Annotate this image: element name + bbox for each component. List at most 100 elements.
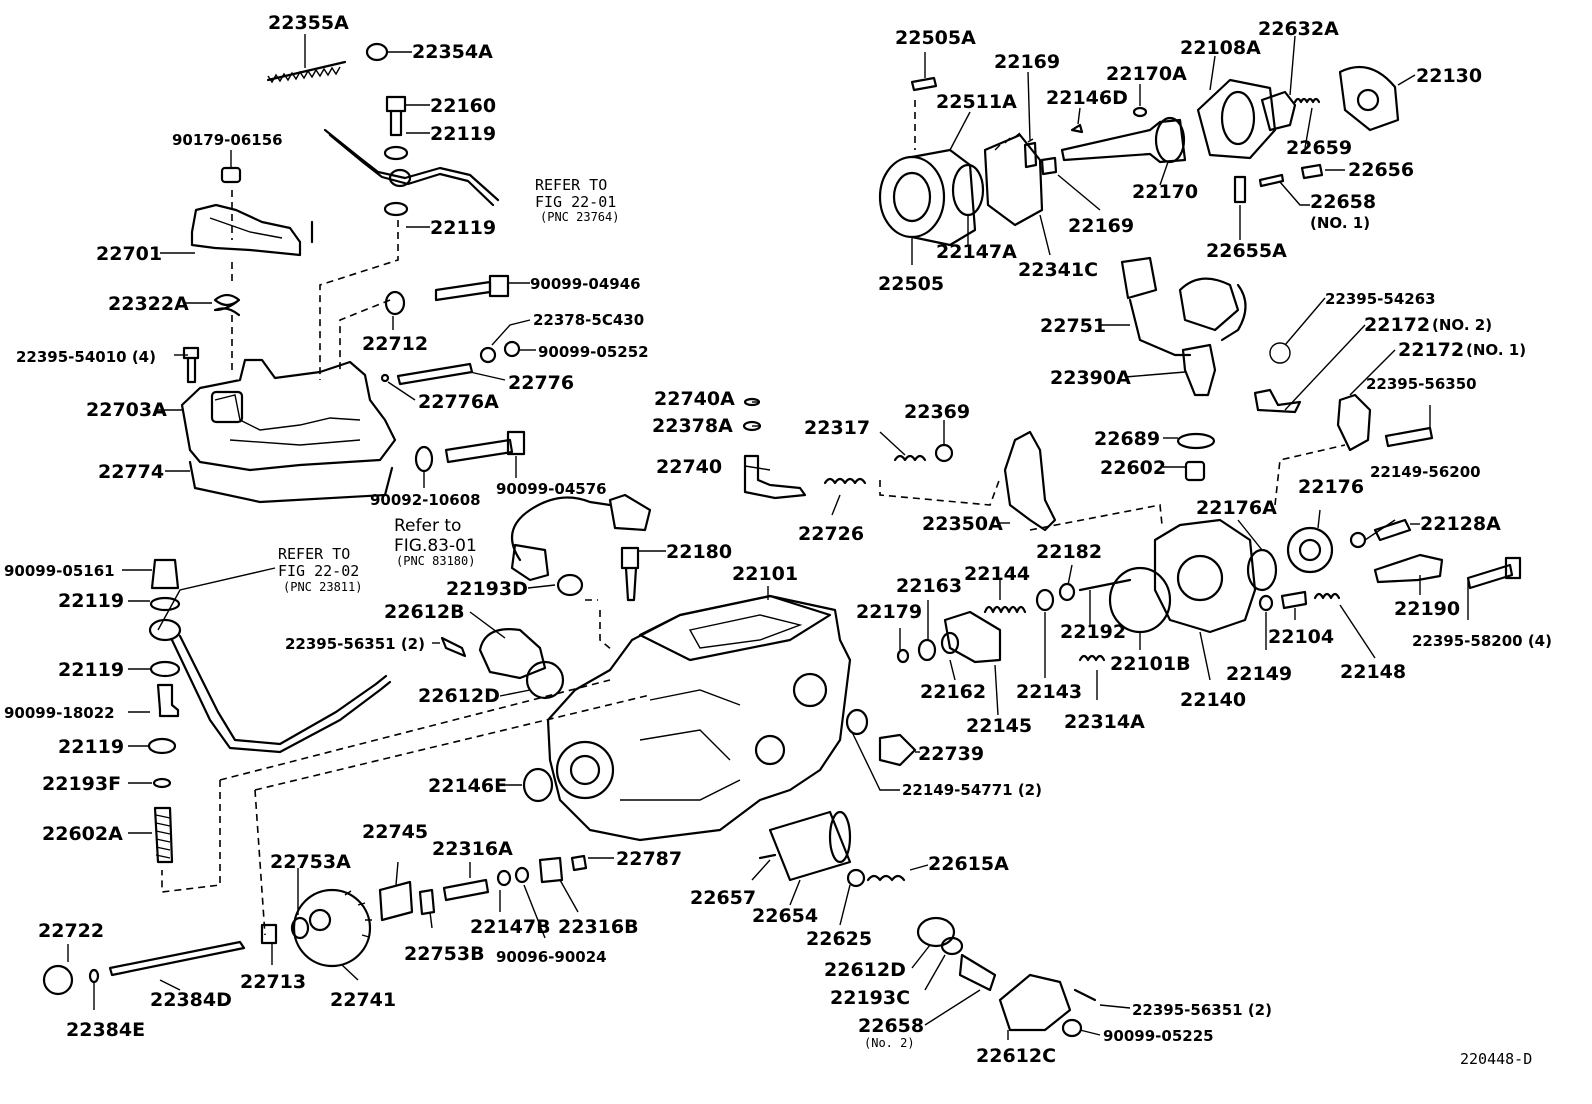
part-label-note: (No. 2) — [864, 1036, 915, 1050]
plate-part — [1338, 65, 1400, 132]
part-label: 22751 — [1040, 315, 1106, 337]
washer — [414, 445, 434, 473]
part-number-labels: 22355A 22354A 22160 22119 90179-06156 22… — [4, 12, 1552, 1067]
part-label: 22172 — [1364, 314, 1430, 336]
part-label: 22149 — [1226, 663, 1292, 685]
part-label: 22378-5C430 — [533, 311, 644, 329]
housing-pocket — [688, 614, 803, 649]
part-label: 22395-56351 (2) — [285, 635, 425, 653]
part-label: 22149-56200 — [1370, 463, 1481, 481]
drive-shaft — [1060, 118, 1187, 164]
part-label: 22602 — [1100, 457, 1166, 479]
part-label: 22147A — [936, 241, 1017, 263]
banjo-bolt — [1373, 553, 1444, 584]
governor-cover — [180, 358, 397, 472]
washer — [917, 638, 937, 662]
cover-boss — [210, 390, 244, 424]
clip — [896, 648, 910, 664]
key — [1070, 123, 1084, 134]
nut-part — [42, 964, 74, 996]
part-label: 22712 — [362, 333, 428, 355]
part-label: 90099-04576 — [496, 480, 607, 498]
part-label: 22316B — [558, 916, 639, 938]
valve-inner — [1298, 538, 1322, 562]
part-label: 22776 — [508, 372, 574, 394]
threaded-stud — [153, 806, 174, 864]
part-label: 22143 — [1016, 681, 1082, 703]
part-label: 22390A — [1050, 367, 1131, 389]
bolt-part — [910, 76, 938, 92]
bolt-head — [1504, 556, 1522, 580]
part-label-note: (NO. 1) — [1466, 341, 1526, 359]
part-label: 22659 — [1286, 137, 1352, 159]
o-ring — [940, 936, 964, 956]
part-label: 22395-54263 — [1325, 290, 1436, 308]
bolt-shank — [389, 109, 403, 137]
pin-part — [1258, 173, 1285, 188]
part-label: 22317 — [804, 417, 870, 439]
part-label: 22193F — [42, 773, 121, 795]
part-label: 90179-06156 — [172, 131, 283, 149]
pulley-inner — [892, 171, 932, 223]
plunger — [1078, 578, 1132, 592]
part-label: 22369 — [904, 401, 970, 423]
lever-bracket — [190, 203, 302, 257]
coil-spring — [1293, 97, 1321, 104]
coil-spring — [983, 605, 1027, 614]
part-label: 22193C — [830, 987, 910, 1009]
plug-part — [538, 856, 564, 884]
part-label: 22192 — [1060, 621, 1126, 643]
part-label: 22774 — [98, 461, 164, 483]
part-label: 22505 — [878, 273, 944, 295]
refer-note-1-line-3: (PNC 23764) — [540, 210, 619, 224]
part-label: 22145 — [966, 715, 1032, 737]
part-label-note: (NO. 1) — [1310, 214, 1370, 232]
part-label: 22322A — [108, 293, 189, 315]
part-label: 22612D — [824, 959, 906, 981]
governor-lever — [1003, 430, 1057, 532]
banjo — [388, 168, 412, 188]
part-label: 22776A — [418, 391, 499, 413]
part-label: 22162 — [920, 681, 986, 703]
drive-gear — [983, 133, 1044, 227]
nut-part — [503, 340, 521, 358]
gear-teeth — [994, 132, 1034, 151]
key — [1040, 156, 1058, 176]
part-label: 22149-54771 (2) — [902, 781, 1042, 799]
part-label: 22169 — [1068, 215, 1134, 237]
part-label: 22701 — [96, 243, 162, 265]
plug-part — [878, 733, 917, 767]
cover-plate — [478, 628, 547, 680]
long-bolt — [434, 280, 492, 302]
part-label: 22119 — [58, 659, 124, 681]
washer — [846, 868, 866, 888]
part-label: 22384D — [150, 989, 232, 1011]
part-label: 22505A — [895, 27, 976, 49]
rotor-vanes — [344, 890, 372, 938]
part-label: 22130 — [1416, 65, 1482, 87]
cover-bore — [1220, 90, 1256, 146]
washer — [479, 346, 497, 364]
part-label: 90092-10608 — [370, 491, 481, 509]
lever-detail — [209, 217, 283, 239]
shaft-bearing — [1154, 116, 1186, 164]
part-label: 22148 — [1340, 661, 1406, 683]
part-label: 22354A — [412, 41, 493, 63]
coil-spring — [1313, 592, 1341, 600]
figure-id: 220448-D — [1460, 1050, 1532, 1068]
wire-part — [266, 60, 347, 82]
o-ring — [951, 163, 985, 217]
connector — [1120, 256, 1158, 300]
plug-part — [365, 42, 389, 62]
washer — [418, 888, 436, 916]
coil-spring — [866, 874, 906, 882]
delivery-valve — [1286, 526, 1334, 574]
coil-spring — [1078, 654, 1106, 662]
long-bolt — [1466, 563, 1514, 590]
washer — [1258, 594, 1274, 612]
part-label: 90099-04946 — [530, 275, 641, 293]
part-label: 22160 — [430, 95, 496, 117]
housing-port — [792, 672, 828, 708]
screw — [1073, 988, 1097, 1002]
